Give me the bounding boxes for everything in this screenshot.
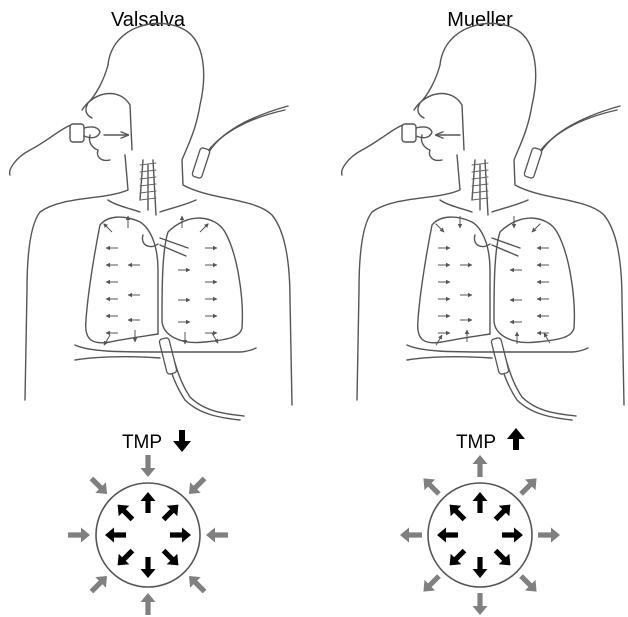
body-illustration	[10, 23, 292, 420]
outer-pressure-arrow	[141, 593, 156, 615]
outer-pressure-arrow	[538, 528, 560, 543]
tmp-label: TMP	[122, 432, 162, 453]
outer-pressure-arrow	[68, 528, 90, 543]
outer-pressure-arrow	[400, 528, 422, 543]
tmp-arrow-icon	[507, 428, 525, 450]
valsalva-panel: Valsalva TMP	[10, 9, 292, 615]
tmp-label: TMP	[456, 432, 496, 453]
outer-pressure-arrow	[519, 478, 536, 495]
panel-title: Valsalva	[111, 9, 186, 31]
outer-pressure-arrow	[189, 576, 206, 593]
outer-pressure-arrow	[423, 478, 440, 495]
outer-pressure-arrow	[90, 477, 107, 494]
tmp-arrow-icon	[173, 430, 191, 452]
outer-pressure-arrow	[473, 593, 488, 615]
mueller-panel: Mueller TMP	[342, 9, 624, 615]
panel-title: Mueller	[447, 9, 513, 31]
outer-pressure-arrow	[90, 576, 107, 593]
outer-pressure-arrow	[423, 574, 440, 591]
outer-pressure-arrow	[206, 528, 228, 543]
body-illustration	[342, 23, 624, 420]
outer-pressure-arrow	[141, 455, 156, 477]
outer-pressure-arrow	[473, 455, 488, 477]
outer-pressure-arrow	[519, 574, 536, 591]
outer-pressure-arrow	[189, 477, 206, 494]
